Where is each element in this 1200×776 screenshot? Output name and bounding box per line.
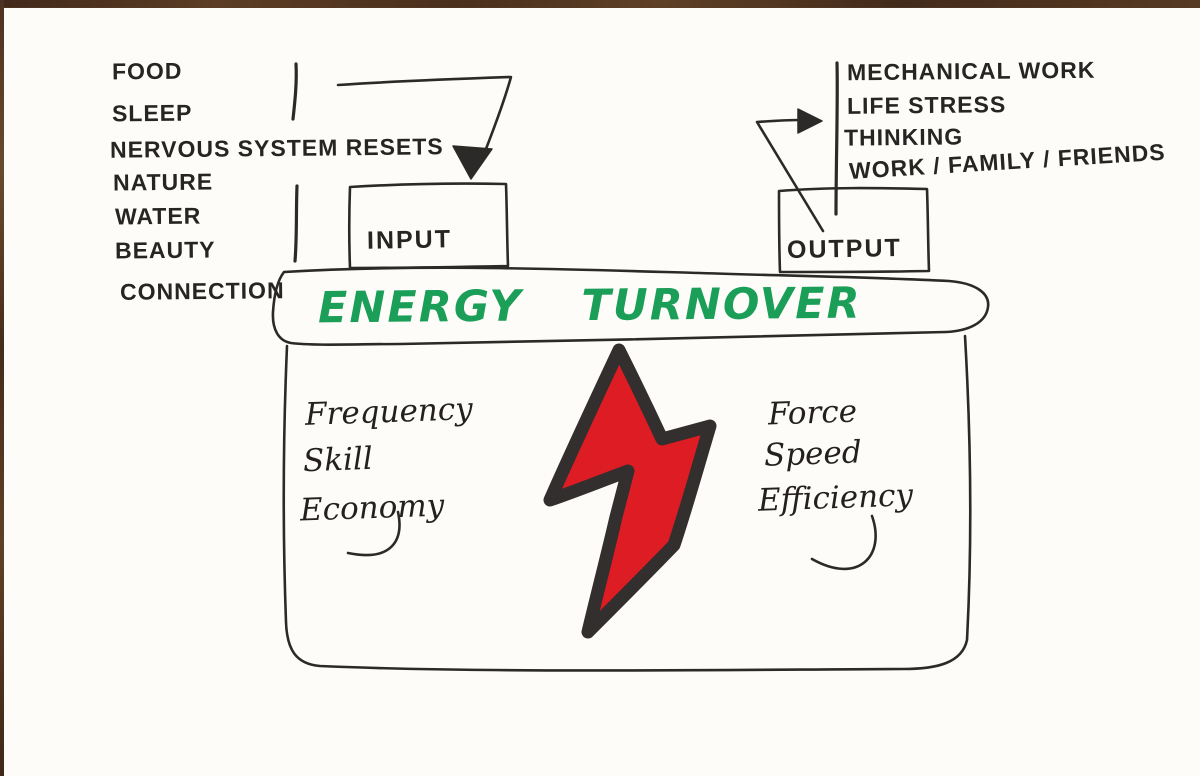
input-bracket-line (291, 62, 298, 121)
input-factor-item: BEAUTY (114, 236, 216, 264)
inner-left-item: Economy (299, 487, 445, 529)
input-arrowhead (452, 145, 493, 180)
input-factor-item: NATURE (112, 168, 214, 196)
lightning-bolt-icon (543, 343, 717, 639)
input-factor-item: FOOD (111, 57, 183, 85)
output-arrow-line (755, 118, 825, 233)
diagram-title: ENERGY TURNOVER (317, 278, 862, 334)
inner-left-item: Skill (302, 440, 374, 480)
input-factor-item: CONNECTION (119, 277, 285, 305)
input-factor-item: SLEEP (111, 99, 193, 127)
inner-right-item: Efficiency (757, 477, 914, 519)
input-box-label: INPUT (366, 225, 453, 255)
pen-flourish-economy (346, 510, 401, 557)
output-factor-item: LIFE STRESS (846, 91, 1007, 119)
output-bracket-line (834, 61, 839, 216)
output-box-label: OUTPUT (786, 234, 903, 264)
wood-desk-edge-top (0, 0, 1200, 8)
input-arrow-line (336, 75, 513, 156)
output-factor-item: MECHANICAL WORK (846, 56, 1096, 86)
inner-left-item: Frequency (304, 391, 474, 433)
input-box-outline (347, 182, 510, 270)
output-arrowhead (797, 108, 823, 134)
wood-desk-edge-left (0, 0, 4, 776)
machine-box-outline (282, 334, 972, 672)
output-factor-item: THINKING (843, 123, 964, 151)
output-box-outline (777, 186, 931, 274)
input-bracket-line-lower (293, 184, 299, 263)
input-factor-item: NERVOUS SYSTEM RESETS (109, 133, 444, 163)
inner-right-item: Speed (763, 434, 863, 474)
banner-outline (271, 266, 990, 346)
input-factor-item: WATER (114, 202, 202, 230)
pen-flourish-efficiency (810, 514, 877, 571)
inner-right-item: Force (767, 393, 858, 433)
